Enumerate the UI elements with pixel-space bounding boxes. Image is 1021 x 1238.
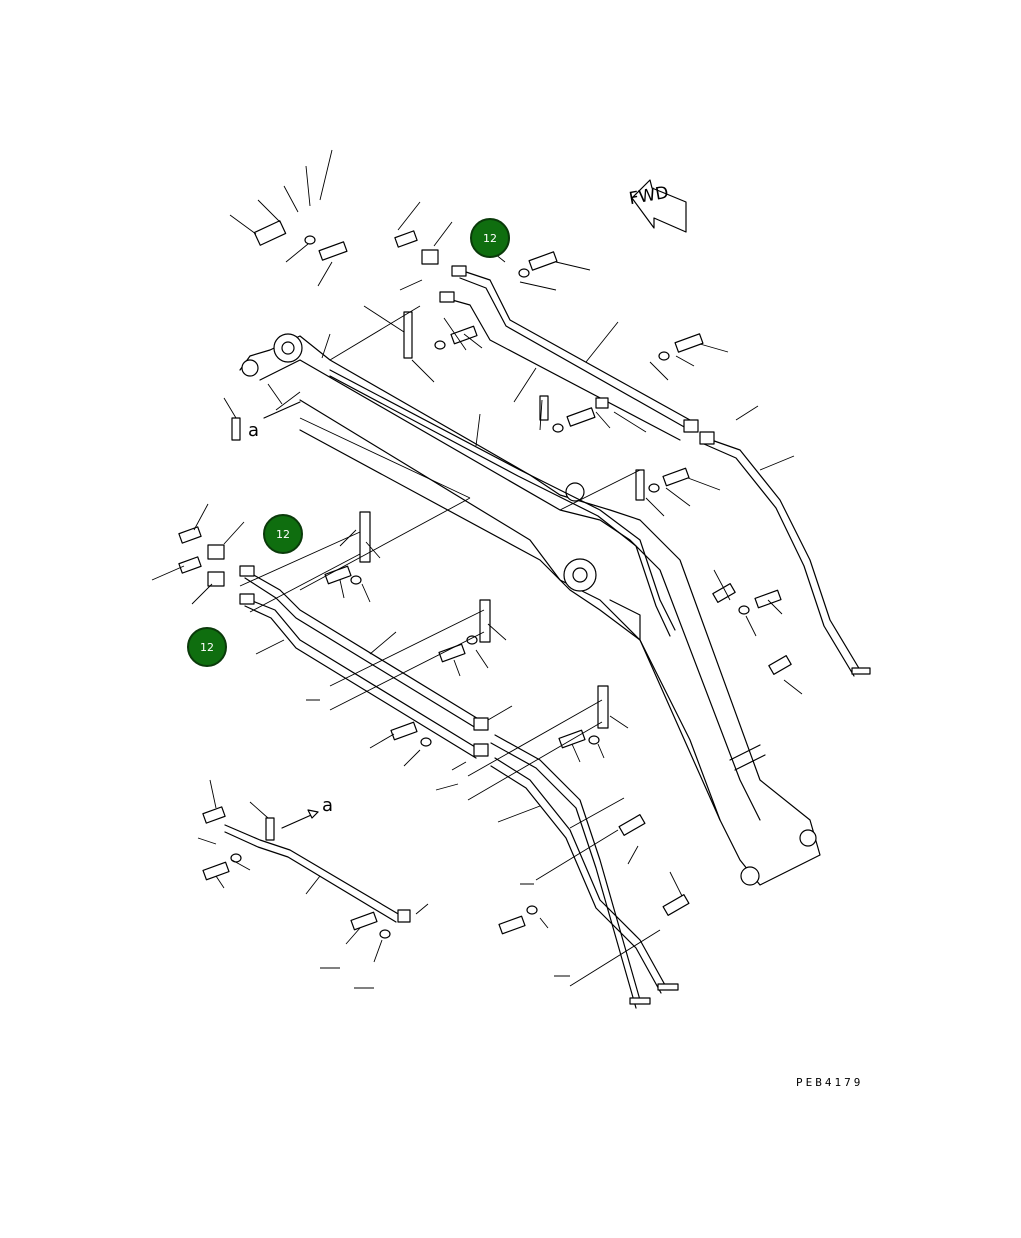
auxiliary-pipe xyxy=(224,824,411,923)
callout-badge[interactable]: 12 xyxy=(187,627,227,667)
detail-reference-letter: a xyxy=(248,420,260,441)
lower-hydraulic-pipes xyxy=(244,569,679,1009)
detail-reference-letter: a xyxy=(322,795,334,816)
pipe-fittings xyxy=(207,249,609,605)
clamps-and-brackets xyxy=(231,220,792,916)
upper-hydraulic-pipes xyxy=(329,269,871,677)
forward-arrow-icon xyxy=(631,179,687,233)
leader-lines xyxy=(151,149,803,989)
callout-badge[interactable]: 12 xyxy=(263,514,303,554)
callout-badge[interactable]: 12 xyxy=(470,218,510,258)
boom-body xyxy=(239,333,821,886)
detail-arrow-icon xyxy=(263,401,319,829)
drawing-code: PEB4179 xyxy=(796,1076,864,1089)
